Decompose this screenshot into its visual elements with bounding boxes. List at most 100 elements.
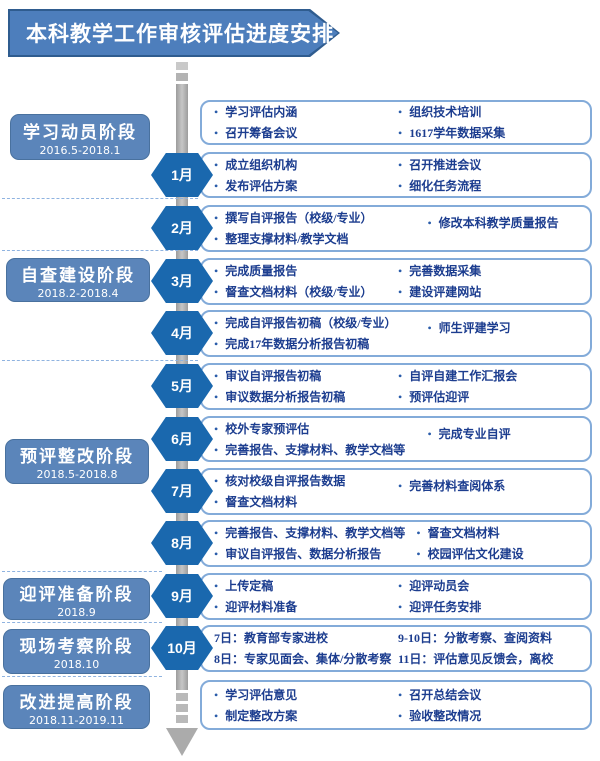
month-label: 5月 (171, 378, 193, 394)
task-label: 撰写自评报告（校级/专业） (225, 211, 373, 225)
banner-arrow-fill (10, 11, 338, 55)
task-label: 审议自评报告、数据分析报告 (225, 547, 382, 561)
bullet-icon: • (398, 600, 403, 614)
task-item: •验收整改情况 (398, 707, 582, 725)
task-item: 7日：教育部专家进校 (214, 629, 398, 647)
bullet-icon: • (214, 579, 219, 593)
task-label: 制定整改方案 (225, 708, 298, 723)
month-hexagon-aug: 8月 (151, 521, 213, 565)
task-label: 完善报告、支撑材料、教学文档等 (225, 526, 406, 540)
bullet-icon: • (416, 526, 421, 540)
task-label: 预评估迎评 (409, 390, 470, 404)
bullet-icon: • (214, 495, 219, 509)
task-label: 迎评材料准备 (225, 600, 298, 614)
task-item: • 审议数据分析报告初稿 (214, 388, 398, 406)
bullet-icon: • (214, 316, 219, 330)
month-label: 10月 (167, 640, 197, 656)
task-box: •完善报告、支撑材料、教学文档等 •审议自评报告、数据分析报告 •督查文档材料 … (200, 520, 592, 567)
bullet-icon: • (214, 390, 219, 404)
task-label: 成立组织机构 (225, 157, 298, 172)
month-label: 9月 (171, 588, 193, 604)
task-label: 9-10日：分散考察、查阅资料 (398, 631, 552, 645)
task-label: 完成质量报告 (225, 264, 298, 278)
task-label: 完善数据采集 (409, 264, 482, 278)
task-item: • 预评估迎评 (398, 388, 582, 406)
task-label: 督查文档材料 (225, 495, 298, 509)
month-label: 3月 (171, 273, 193, 289)
stage-name: 预评整改阶段 (20, 447, 134, 466)
task-label: 完善报告、支撑材料、教学文档等 (225, 442, 406, 457)
task-item: • 制定整改方案 (214, 707, 398, 725)
bullet-icon: • (214, 708, 219, 723)
task-label: 审议自评报告初稿 (225, 369, 322, 383)
task-label: 校园评估文化建设 (427, 547, 524, 561)
task-item: •迎评材料准备 (214, 598, 398, 616)
task-item: •自评自建工作汇报会 (398, 367, 582, 385)
bullet-icon: • (398, 126, 403, 140)
task-label: 完成专业自评 (438, 427, 511, 441)
task-box: •完成自评报告初稿（校级/专业） •完成17年数据分析报告初稿 •师生评建学习 (200, 310, 592, 357)
task-box: •撰写自评报告（校级/专业） •整理支撑材料/教学文档 •修改本科教学质量报告 (200, 205, 592, 252)
bullet-icon: • (398, 390, 403, 404)
task-item: •整理支撑材料/教学文档 (214, 230, 427, 248)
task-box: •完成质量报告 •督查文档材料（校级/专业） •完善数据采集 •建设评建网站 (200, 258, 592, 305)
task-label: 迎评动员会 (409, 579, 470, 593)
task-item: •完成专业自评 (427, 425, 582, 443)
task-item: •组织技术培训 (398, 103, 582, 121)
task-label: 1617学年数据采集 (409, 126, 506, 140)
bullet-icon: • (214, 126, 219, 140)
bullet-icon: • (214, 687, 219, 702)
bullet-icon: • (214, 211, 219, 225)
task-label: 自评自建工作汇报会 (409, 369, 518, 383)
stage-divider (2, 360, 198, 361)
task-box: •成立组织机构 •发布评估方案 •召开推进会议 •细化任务流程 (200, 152, 592, 198)
bullet-icon: • (214, 105, 219, 119)
task-item: • 完善报告、支撑材料、教学文档等 (214, 524, 416, 542)
stage-box-pre-eval-rectify: 预评整改阶段 2018.5-2018.8 (5, 439, 149, 484)
timeline-dash-bottom (176, 715, 188, 723)
bullet-icon: • (214, 442, 219, 457)
task-item: •督查文档材料（校级/专业） (214, 283, 398, 301)
month-hexagon-apr: 4月 (151, 311, 213, 355)
stage-name: 自查建设阶段 (21, 265, 135, 285)
month-label: 7月 (171, 483, 193, 499)
task-item: • 成立组织机构 (214, 156, 398, 174)
bullet-icon: • (214, 421, 219, 436)
task-item: •召开总结会议 (398, 686, 582, 704)
task-label: 审议数据分析报告初稿 (225, 390, 346, 404)
task-box-site-visit-schedule: 7日：教育部专家进校 8日：专家见面会、集体/分散考察 9-10日：分散考察、查… (200, 625, 592, 672)
timeline-dash-bottom (176, 704, 188, 712)
bullet-icon: • (214, 369, 219, 383)
stage-dates: 2018.5-2018.8 (36, 468, 118, 481)
task-label: 组织技术培训 (409, 105, 482, 119)
task-box: •校外专家预评估 •完善报告、支撑材料、教学文档等 •完成专业自评 (200, 416, 592, 462)
task-item: •细化任务流程 (398, 177, 582, 195)
bullet-icon: • (427, 216, 432, 230)
timeline-dash-top (176, 62, 188, 70)
stage-divider (2, 622, 162, 623)
bullet-icon: • (398, 579, 403, 593)
timeline-arrow-icon (166, 728, 198, 756)
bullet-icon: • (398, 285, 403, 299)
bullet-icon: • (214, 157, 219, 172)
bullet-icon: • (214, 547, 219, 561)
month-hexagon-jan: 1月 (151, 153, 213, 197)
task-label: 召开推进会议 (409, 157, 482, 172)
task-label: 细化任务流程 (409, 178, 482, 193)
task-item: • 召开筹备会议 (214, 124, 398, 142)
stage-divider (2, 250, 198, 251)
task-label: 督查文档材料（校级/专业） (225, 285, 373, 299)
timeline-dash-top (176, 73, 188, 81)
task-item: •建设评建网站 (398, 283, 582, 301)
bullet-icon: • (214, 526, 219, 540)
task-box: •学习评估内涵 •召开筹备会议 •组织技术培训 •1617学年数据采集 (200, 100, 592, 145)
task-box: •学习评估意见 •制定整改方案 •召开总结会议 •验收整改情况 (200, 680, 592, 730)
task-item: •核对校级自评报告数据 (214, 472, 398, 490)
task-label: 召开筹备会议 (225, 126, 298, 140)
task-item: •完成17年数据分析报告初稿 (214, 335, 427, 353)
bullet-icon: • (398, 157, 403, 172)
stage-box-self-check: 自查建设阶段 2018.2-2018.4 (6, 258, 150, 302)
task-label: 召开总结会议 (409, 687, 482, 702)
task-box: •上传定稿 •迎评材料准备 •迎评动员会 •迎评任务安排 (200, 573, 592, 620)
task-label: 11日：评估意见反馈会，离校 (398, 652, 554, 666)
